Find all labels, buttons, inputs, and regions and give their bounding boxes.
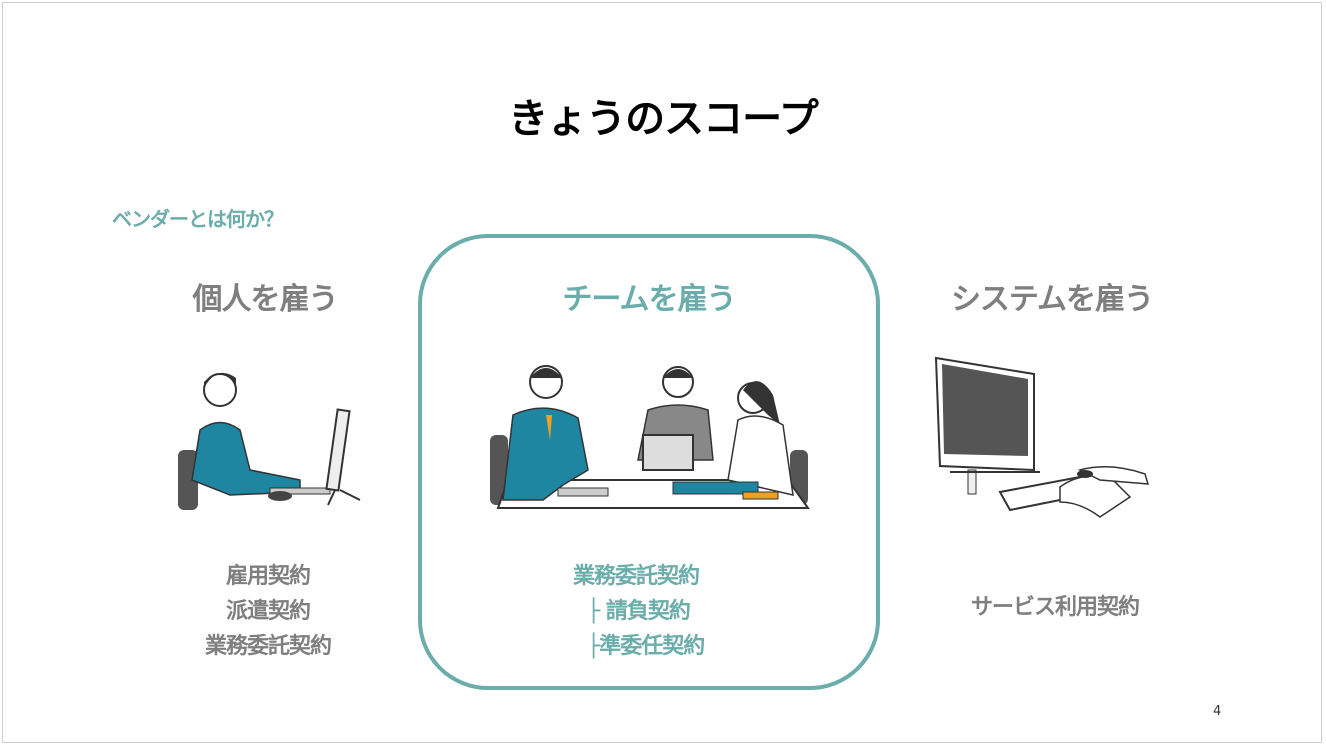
team-meeting-illustration [490, 365, 810, 509]
contract-item: 業務委託契約 [573, 564, 700, 589]
individual-contract-list: 雇用契約 派遣契約 業務委託契約 [193, 559, 343, 664]
slide-title: きょうのスコープ [508, 96, 819, 142]
column-heading-team: チームを雇う [562, 282, 736, 317]
column-heading-system: システムを雇う [950, 282, 1154, 317]
contract-subitem: ├ 請負契約 [587, 599, 691, 624]
slide-subtitle: ベンダーとは何か？ [112, 207, 284, 231]
highlight-box [418, 234, 880, 690]
team-contract-list: 業務委託契約 ├ 請負契約 ├準委任契約 [573, 559, 753, 664]
contract-item: 派遣契約 [225, 599, 311, 624]
contract-item: 業務委託契約 [204, 634, 332, 659]
contract-item: サービス利用契約 [970, 595, 1140, 620]
column-heading-individual: 個人を雇う [192, 282, 339, 317]
person-at-computer-illustration [178, 372, 361, 510]
contract-item: 雇用契約 [225, 564, 311, 589]
computer-keyboard-illustration [934, 356, 1150, 518]
contract-subitem: ├準委任契約 [587, 634, 705, 659]
page-number: 4 [1213, 704, 1222, 719]
system-contract-list: サービス利用契約 [960, 590, 1150, 625]
